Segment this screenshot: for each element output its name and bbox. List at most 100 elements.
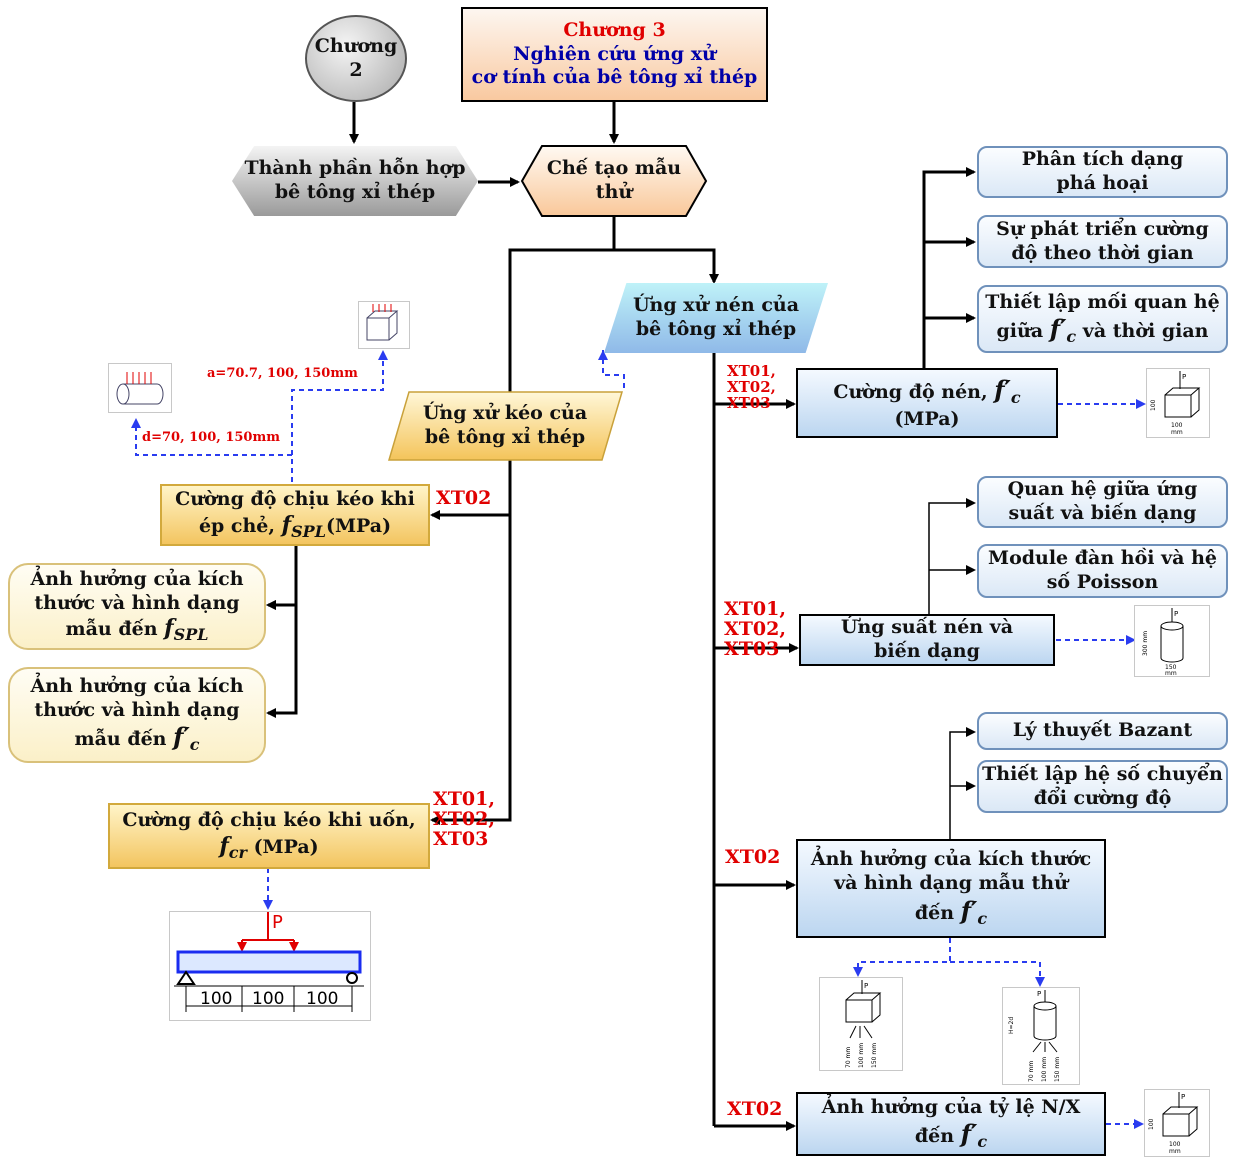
flexural-sub: cr [228,842,247,862]
xt-comp-1: XT01, [727,362,776,380]
relation-prefix: giữa [996,320,1050,343]
splitting-sub: SPL [291,521,326,541]
xt-split-label: XT02 [436,487,492,509]
cyl2-load: P [1037,990,1041,998]
conv-line1: Thiết lập hệ số chuyển [982,762,1223,785]
chapter2-line1: Chương [314,34,398,57]
stress-line1: Ứng suất nén và [840,616,1014,639]
xt-stress-1: XT01, [724,598,786,620]
stress-line2: biến dạng [874,640,980,662]
wc-line2: đến f′c [915,1119,987,1152]
wc-ratio-box: Ảnh hưởng của tỷ lệ N/X đến f′c [796,1092,1106,1156]
cube3-load: P [1181,1093,1185,1101]
fc-symbol: f′ [994,374,1011,404]
xt-comp-2: XT02, [727,377,776,396]
compress-line2: bê tông xỉ thép [635,318,797,340]
xt-compress-label: XT01, XT02, XT03 [727,362,776,411]
xt-stress-2: XT02, [724,617,786,640]
wc-line1: Ảnh hưởng của tỷ lệ N/X [821,1095,1081,1118]
tensile-behaviour-box: Ứng xử kéo của bê tông xỉ thép [398,392,612,460]
xt-flex-label: XT01, XT02, XT03 [433,788,495,850]
size-fc-left-symbol: f′ [173,722,190,752]
relation-suffix: và thời gian [1076,320,1209,343]
wc-prefix: đến [914,1125,961,1148]
size-spl-prefix: mẫu đến [65,618,165,641]
fc-time-relation-box: Thiết lập mối quan hệ giữa f′c và thời g… [977,285,1228,353]
chapter3-box: Chương 3 Nghiên cứu ứng xử cơ tính của b… [461,7,768,102]
fc-prefix: Cường độ nén, [833,380,995,403]
size-fc-left-prefix: mẫu đến [74,728,174,751]
size-line1: Ảnh hưởng của kích thước [810,848,1092,871]
cylinder-dimension-label: d=70, 100, 150mm [142,430,280,445]
splitting-prefix: ép chẻ, [198,514,282,537]
size-fc-left-line1: Ảnh hưởng của kích [30,674,244,697]
size-sub: c [977,908,988,928]
xt-flex-1: XT01, [433,788,495,810]
splitting-line2: ép chẻ, fSPL(MPa) [199,512,391,542]
cube-split-specimen-image [358,301,410,349]
fc-sub: c [1010,387,1021,407]
cube1-dim-h: 100 [1150,399,1157,411]
chapter3-line2: Nghiên cứu ứng xử [513,42,716,65]
size-fc-left-line2: thước và hình dạng [34,698,240,721]
cube3-dim-h: 100 [1148,1118,1155,1130]
cyl2-size-2: 100 mm [1041,1057,1048,1082]
cube2-size-3: 150 mm [871,1043,878,1068]
compression-behaviour-box: Ứng xử nén của bê tông xỉ thép [604,283,828,353]
modulus-line1: Module đàn hồi và hệ [988,547,1217,570]
cube-dimension-label: a=70.7, 100, 150mm [207,366,358,381]
tensile-line2: bê tông xỉ thép [424,426,586,448]
xt-flex-2: XT02, [433,807,495,830]
compress-line1: Ứng xử nén của [632,294,800,317]
wc-sub: c [977,1132,988,1152]
stress-strain-box: Ứng suất nén và biến dạng [799,614,1055,666]
xt-flex-3: XT03 [433,827,489,850]
beam-load-label: P [272,912,283,933]
ssrel-line1: Quan hệ giữa ứng [1007,478,1198,501]
cube2-size-1: 70 mm [845,1047,852,1068]
cube2-size-2: 100 mm [858,1043,865,1068]
cube-specimen-image-2: P 100 100 mm [1144,1089,1210,1157]
flexural-line2: fcr (MPa) [219,833,318,863]
cube2-load: P [864,982,868,990]
cube1-unit: mm [1171,429,1183,436]
mix-line1: Thành phần hỗn hợp [244,157,466,180]
splitting-tensile-box: Cường độ chịu kéo khi ép chẻ, fSPL(MPa) [160,484,430,546]
dev-line2: độ theo thời gian [1011,241,1194,264]
size-spl-line1: Ảnh hưởng của kích [30,567,244,590]
cyl1-load: P [1174,610,1178,618]
size-symbol: f′ [960,895,978,925]
xt-stress-3: XT03 [724,637,780,660]
beam-span-2: 100 [252,989,284,1009]
cube-specimen-image-1: P 100 100 mm [1146,368,1210,438]
cylinder-specimen-image-1: P 300 mm 150 mm [1134,605,1210,677]
flexural-line1: Cường độ chịu kéo khi uốn, [122,809,416,832]
modulus-poisson-box: Module đàn hồi và hệ số Poisson [977,544,1228,598]
chapter3-line3: cơ tính của bê tông xỉ thép [471,66,758,89]
conversion-factor-box: Thiết lập hệ số chuyển đổi cường độ [977,760,1228,813]
failure-line2: phá hoại [1056,172,1149,194]
cube1-dim-w: 100 [1171,422,1183,429]
xt-stress-label: XT01, XT02, XT03 [724,598,786,660]
fc-line1: Cường độ nén, f′c [833,375,1020,408]
size-fc-left-sub: c [189,735,200,755]
size-effect-fc-left-box: Ảnh hưởng của kích thước và hình dạng mẫ… [8,667,266,763]
splitting-unit: (MPa) [325,514,392,537]
cyl1-unit: mm [1165,670,1177,676]
fab-line2: thử [595,181,633,203]
beam-span-3: 100 [306,989,338,1009]
size-spl-line3: mẫu đến fSPL [66,615,209,645]
fab-line1: Chế tạo mẫu [546,157,682,180]
size-prefix: đến [914,901,961,924]
fc-line2: (MPa) [894,407,960,430]
bazant-label: Lý thuyết Bazant [1012,719,1193,742]
beam-span-1: 100 [200,989,232,1009]
mix-line2: bê tông xỉ thép [274,181,436,203]
cube3-dim-w: 100 [1169,1141,1181,1148]
cube3-unit: mm [1169,1148,1181,1155]
chapter3-title: Chương 3 [563,18,666,41]
ssrel-line2: suất và biến dạng [1008,502,1197,524]
flexural-symbol: f [219,832,229,859]
strength-development-box: Sự phát triển cường độ theo thời gian [977,215,1228,268]
fabrication-box: Chế tạo mẫu thử [528,146,700,216]
